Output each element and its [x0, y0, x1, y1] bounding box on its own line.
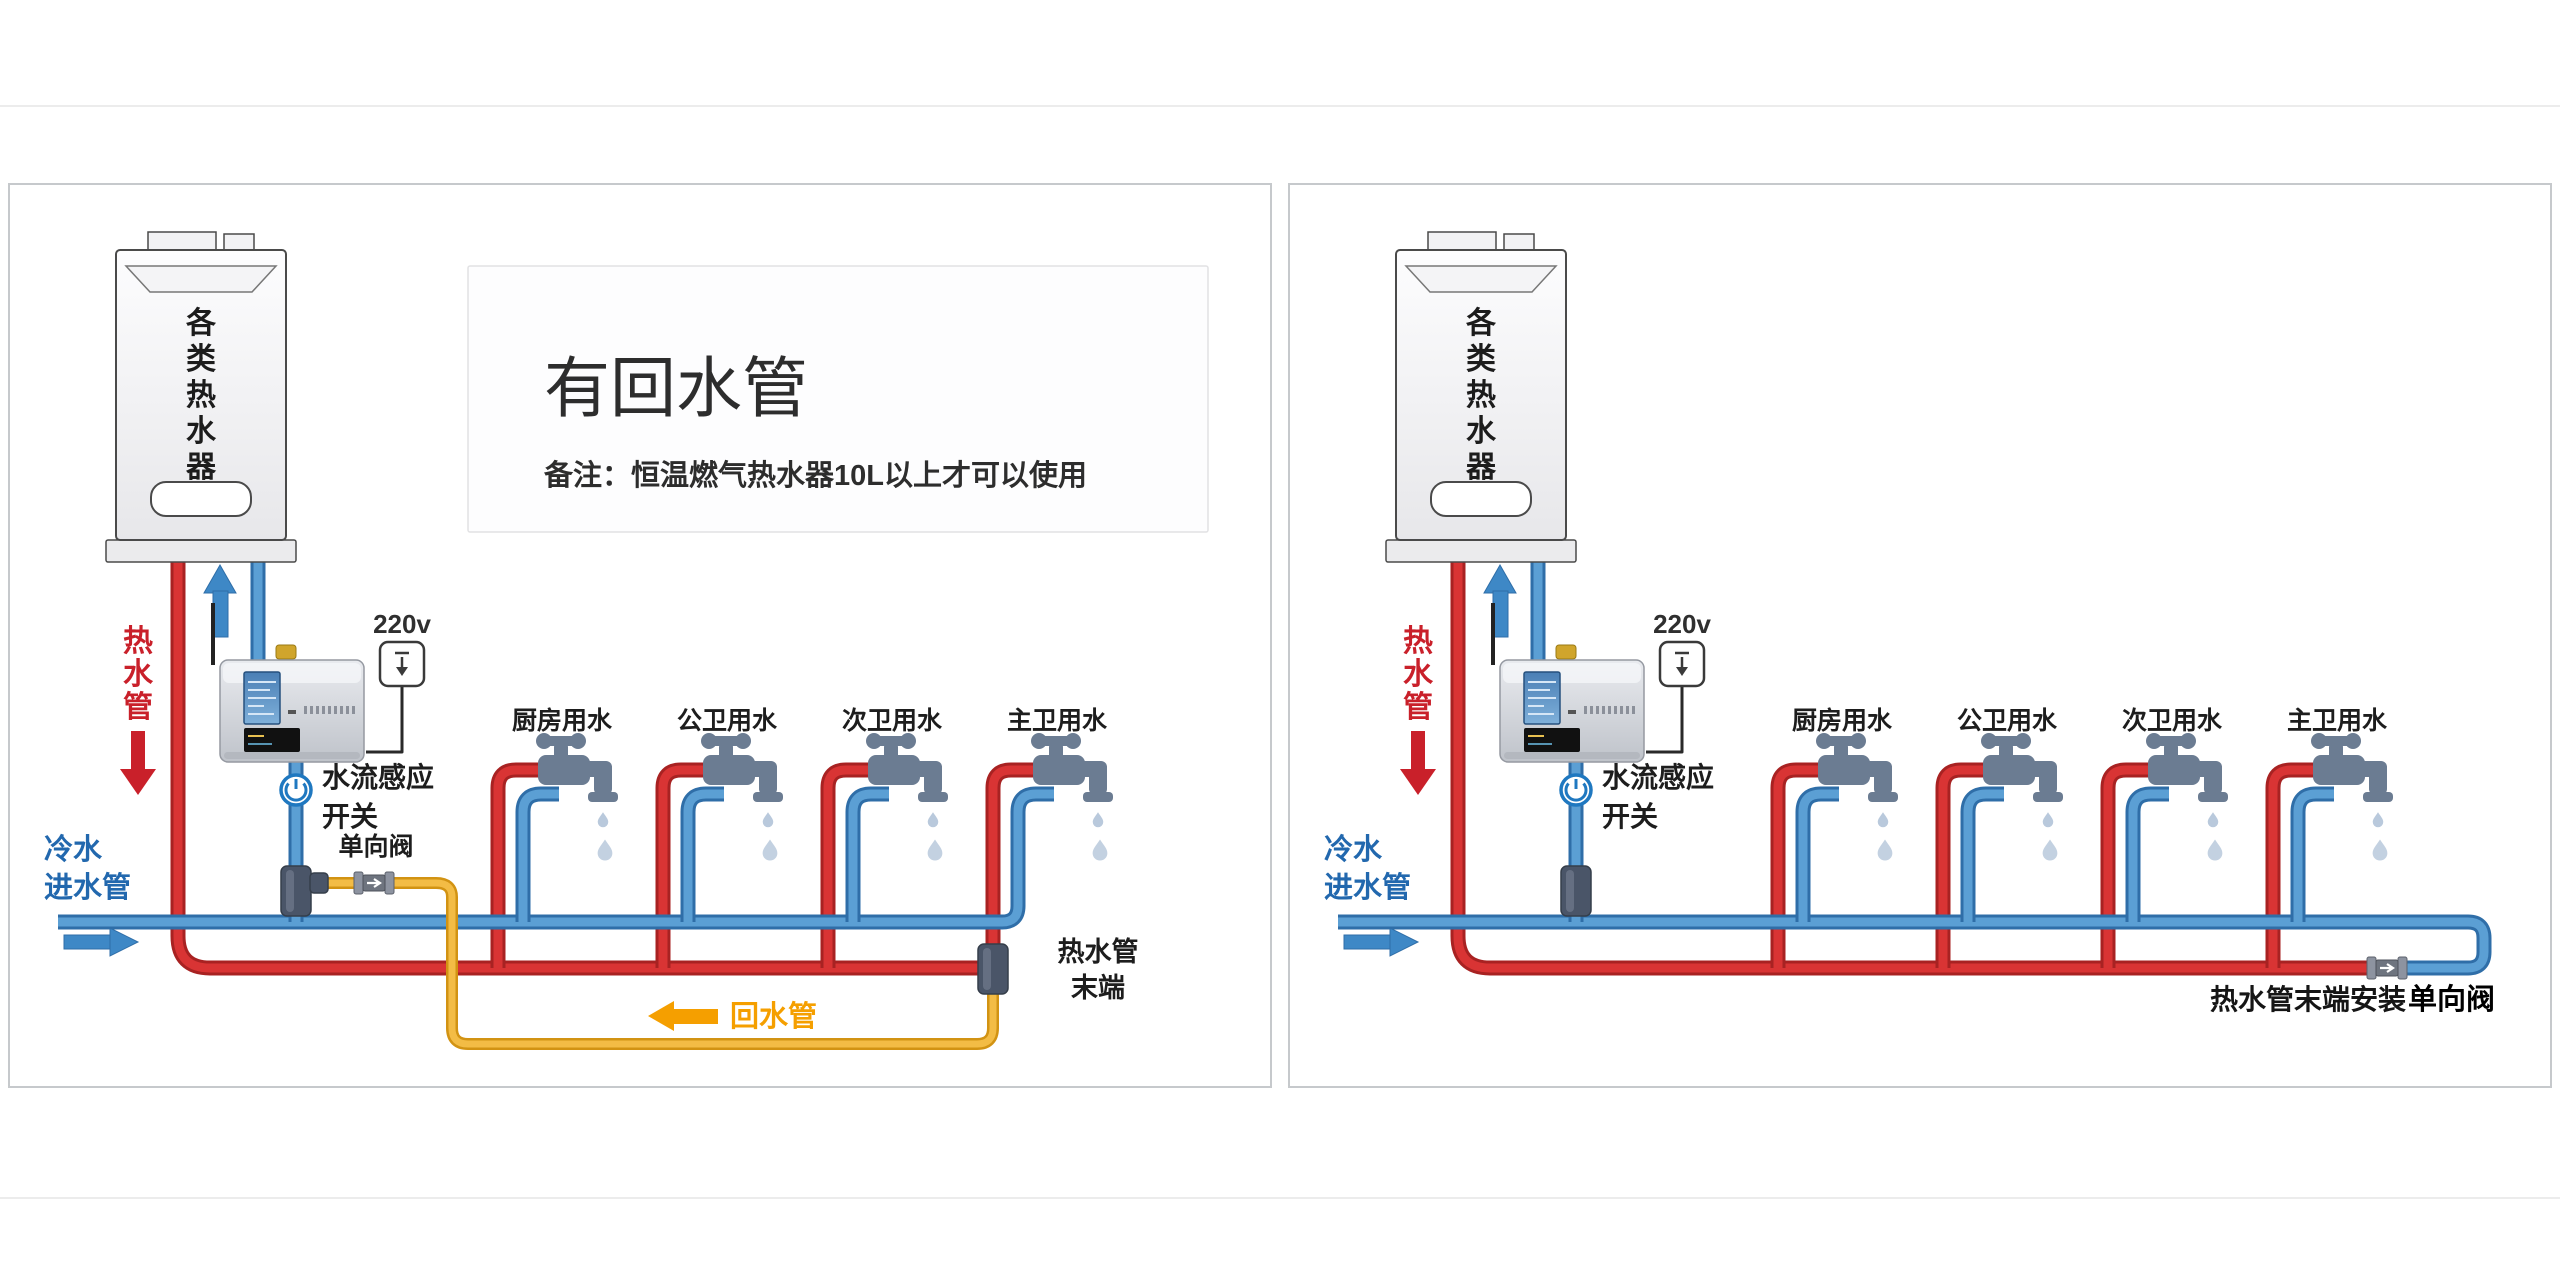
- photo-bottom-edge: [0, 1197, 2560, 1199]
- cold-pipe-label-line1: 冷水: [1324, 833, 1383, 866]
- hot-flow-arrow-icon: [1411, 731, 1425, 769]
- photo-top-edge: [0, 105, 2560, 107]
- end-note-emphasis: 单向阀: [2408, 983, 2495, 1016]
- flow-switch-label-line1: 水流感应: [1602, 761, 1714, 793]
- tap-label-public-bath: 公卫用水: [1957, 707, 2058, 735]
- hot-pipe-label: 热水管: [1403, 625, 1434, 724]
- tee-branch: [309, 872, 329, 894]
- tap-label-master-bath: 主卫用水: [2287, 707, 2388, 735]
- return-arrow-icon: [648, 1001, 674, 1031]
- tap-label-second-bath: 次卫用水: [842, 707, 943, 735]
- flow-switch-label-line2: 开关: [322, 801, 378, 832]
- cold-pipe-label-line2: 进水管: [44, 870, 131, 904]
- flow-switch-icon: [279, 773, 313, 807]
- cold-inlet-group: 冷水 进水管: [44, 833, 140, 957]
- cold-water-pipe: [1338, 553, 2492, 976]
- flow-controller: [1491, 603, 1644, 762]
- heater-label: 各类热水器: [185, 306, 217, 484]
- water-heater: 各类热水器: [1385, 231, 1577, 563]
- heater-inflow-arrow-icon: [1483, 563, 1517, 638]
- hot-end-fitting: [977, 943, 1009, 995]
- tap-label-public-bath: 公卫用水: [677, 707, 778, 735]
- heater-inflow-arrow-icon: [203, 563, 237, 638]
- hot-pipe-label-group: 热水管: [1400, 625, 1436, 795]
- tap-label-kitchen: 厨房用水: [1792, 706, 1893, 735]
- return-water-pipe: [326, 877, 999, 1050]
- tap-label-second-bath: 次卫用水: [2122, 707, 2223, 735]
- tee-fitting: [1560, 865, 1592, 917]
- end-note-prefix: 热水管末端安装: [2210, 983, 2406, 1015]
- antenna-icon: [1491, 603, 1495, 665]
- check-valve-label: 单向阀: [338, 832, 413, 861]
- power-socket-icon: [378, 640, 426, 688]
- hot-pipe-label-group: 热水管: [120, 625, 156, 795]
- flow-switch-icon: [1559, 773, 1593, 807]
- hot-pipe-label: 热水管: [123, 625, 154, 724]
- hot-end-label-line1: 热水管: [1058, 937, 1139, 967]
- pipe-fitting-icon: [275, 644, 297, 660]
- cold-inlet-group: 冷水 进水管: [1324, 833, 1420, 957]
- flow-switch-label-line2: 开关: [1602, 801, 1658, 832]
- power-cord: [366, 686, 404, 754]
- note-text: 备注：恒温燃气热水器10L以上才可以使用: [543, 458, 1087, 492]
- flow-switch-label-line1: 水流感应: [322, 761, 434, 793]
- hot-water-pipe: [1450, 553, 2367, 976]
- tap-label-kitchen: 厨房用水: [512, 706, 613, 735]
- cold-flow-arrow-icon: [1343, 934, 1391, 950]
- voltage-label: 220v: [1653, 609, 1711, 639]
- end-note: 热水管末端安装 单向阀: [2210, 983, 2495, 1016]
- faucets: 厨房用水 公卫用水 次卫用水 主卫用水: [1792, 706, 2393, 861]
- antenna-icon: [211, 603, 215, 665]
- end-check-valve-icon: [2365, 955, 2409, 981]
- title-card: 有回水管 备注：恒温燃气热水器10L以上才可以使用: [467, 265, 1209, 533]
- tee-fitting: [280, 865, 312, 917]
- hot-water-pipe: [170, 553, 1039, 976]
- power-group: 220v: [366, 609, 431, 754]
- faucets: 厨房用水 公卫用水 次卫用水 主卫用水: [512, 706, 1113, 861]
- panel-without-return-pipe: 各类热水器 热水管 220v 水流感应 开关: [1288, 183, 2552, 1088]
- power-cord: [1646, 686, 1684, 754]
- heater-label: 各类热水器: [1465, 306, 1497, 484]
- cold-pipe-label-line1: 冷水: [44, 833, 103, 866]
- voltage-label: 220v: [373, 609, 431, 639]
- flow-switch-group: 水流感应 开关: [279, 761, 434, 832]
- return-pipe-label-group: 回水管: [648, 999, 817, 1033]
- cold-pipe-label-line2: 进水管: [1324, 870, 1411, 904]
- water-heater: 各类热水器: [105, 231, 297, 563]
- flow-controller: [211, 603, 364, 762]
- hot-end-label-line2: 末端: [1071, 973, 1125, 1003]
- power-socket-icon: [1658, 640, 1706, 688]
- pipe-fitting-icon: [1555, 644, 1577, 660]
- check-valve-icon: [352, 870, 396, 896]
- hot-flow-arrow-icon: [131, 731, 145, 769]
- page-title: 有回水管: [544, 351, 808, 425]
- flow-switch-group: 水流感应 开关: [1559, 761, 1714, 832]
- panel-with-return-pipe: 有回水管 备注：恒温燃气热水器10L以上才可以使用: [8, 183, 1272, 1088]
- tap-label-master-bath: 主卫用水: [1007, 707, 1108, 735]
- cold-water-pipe: [58, 553, 1054, 930]
- return-pipe-label: 回水管: [730, 999, 817, 1033]
- power-group: 220v: [1646, 609, 1711, 754]
- cold-flow-arrow-icon: [63, 934, 111, 950]
